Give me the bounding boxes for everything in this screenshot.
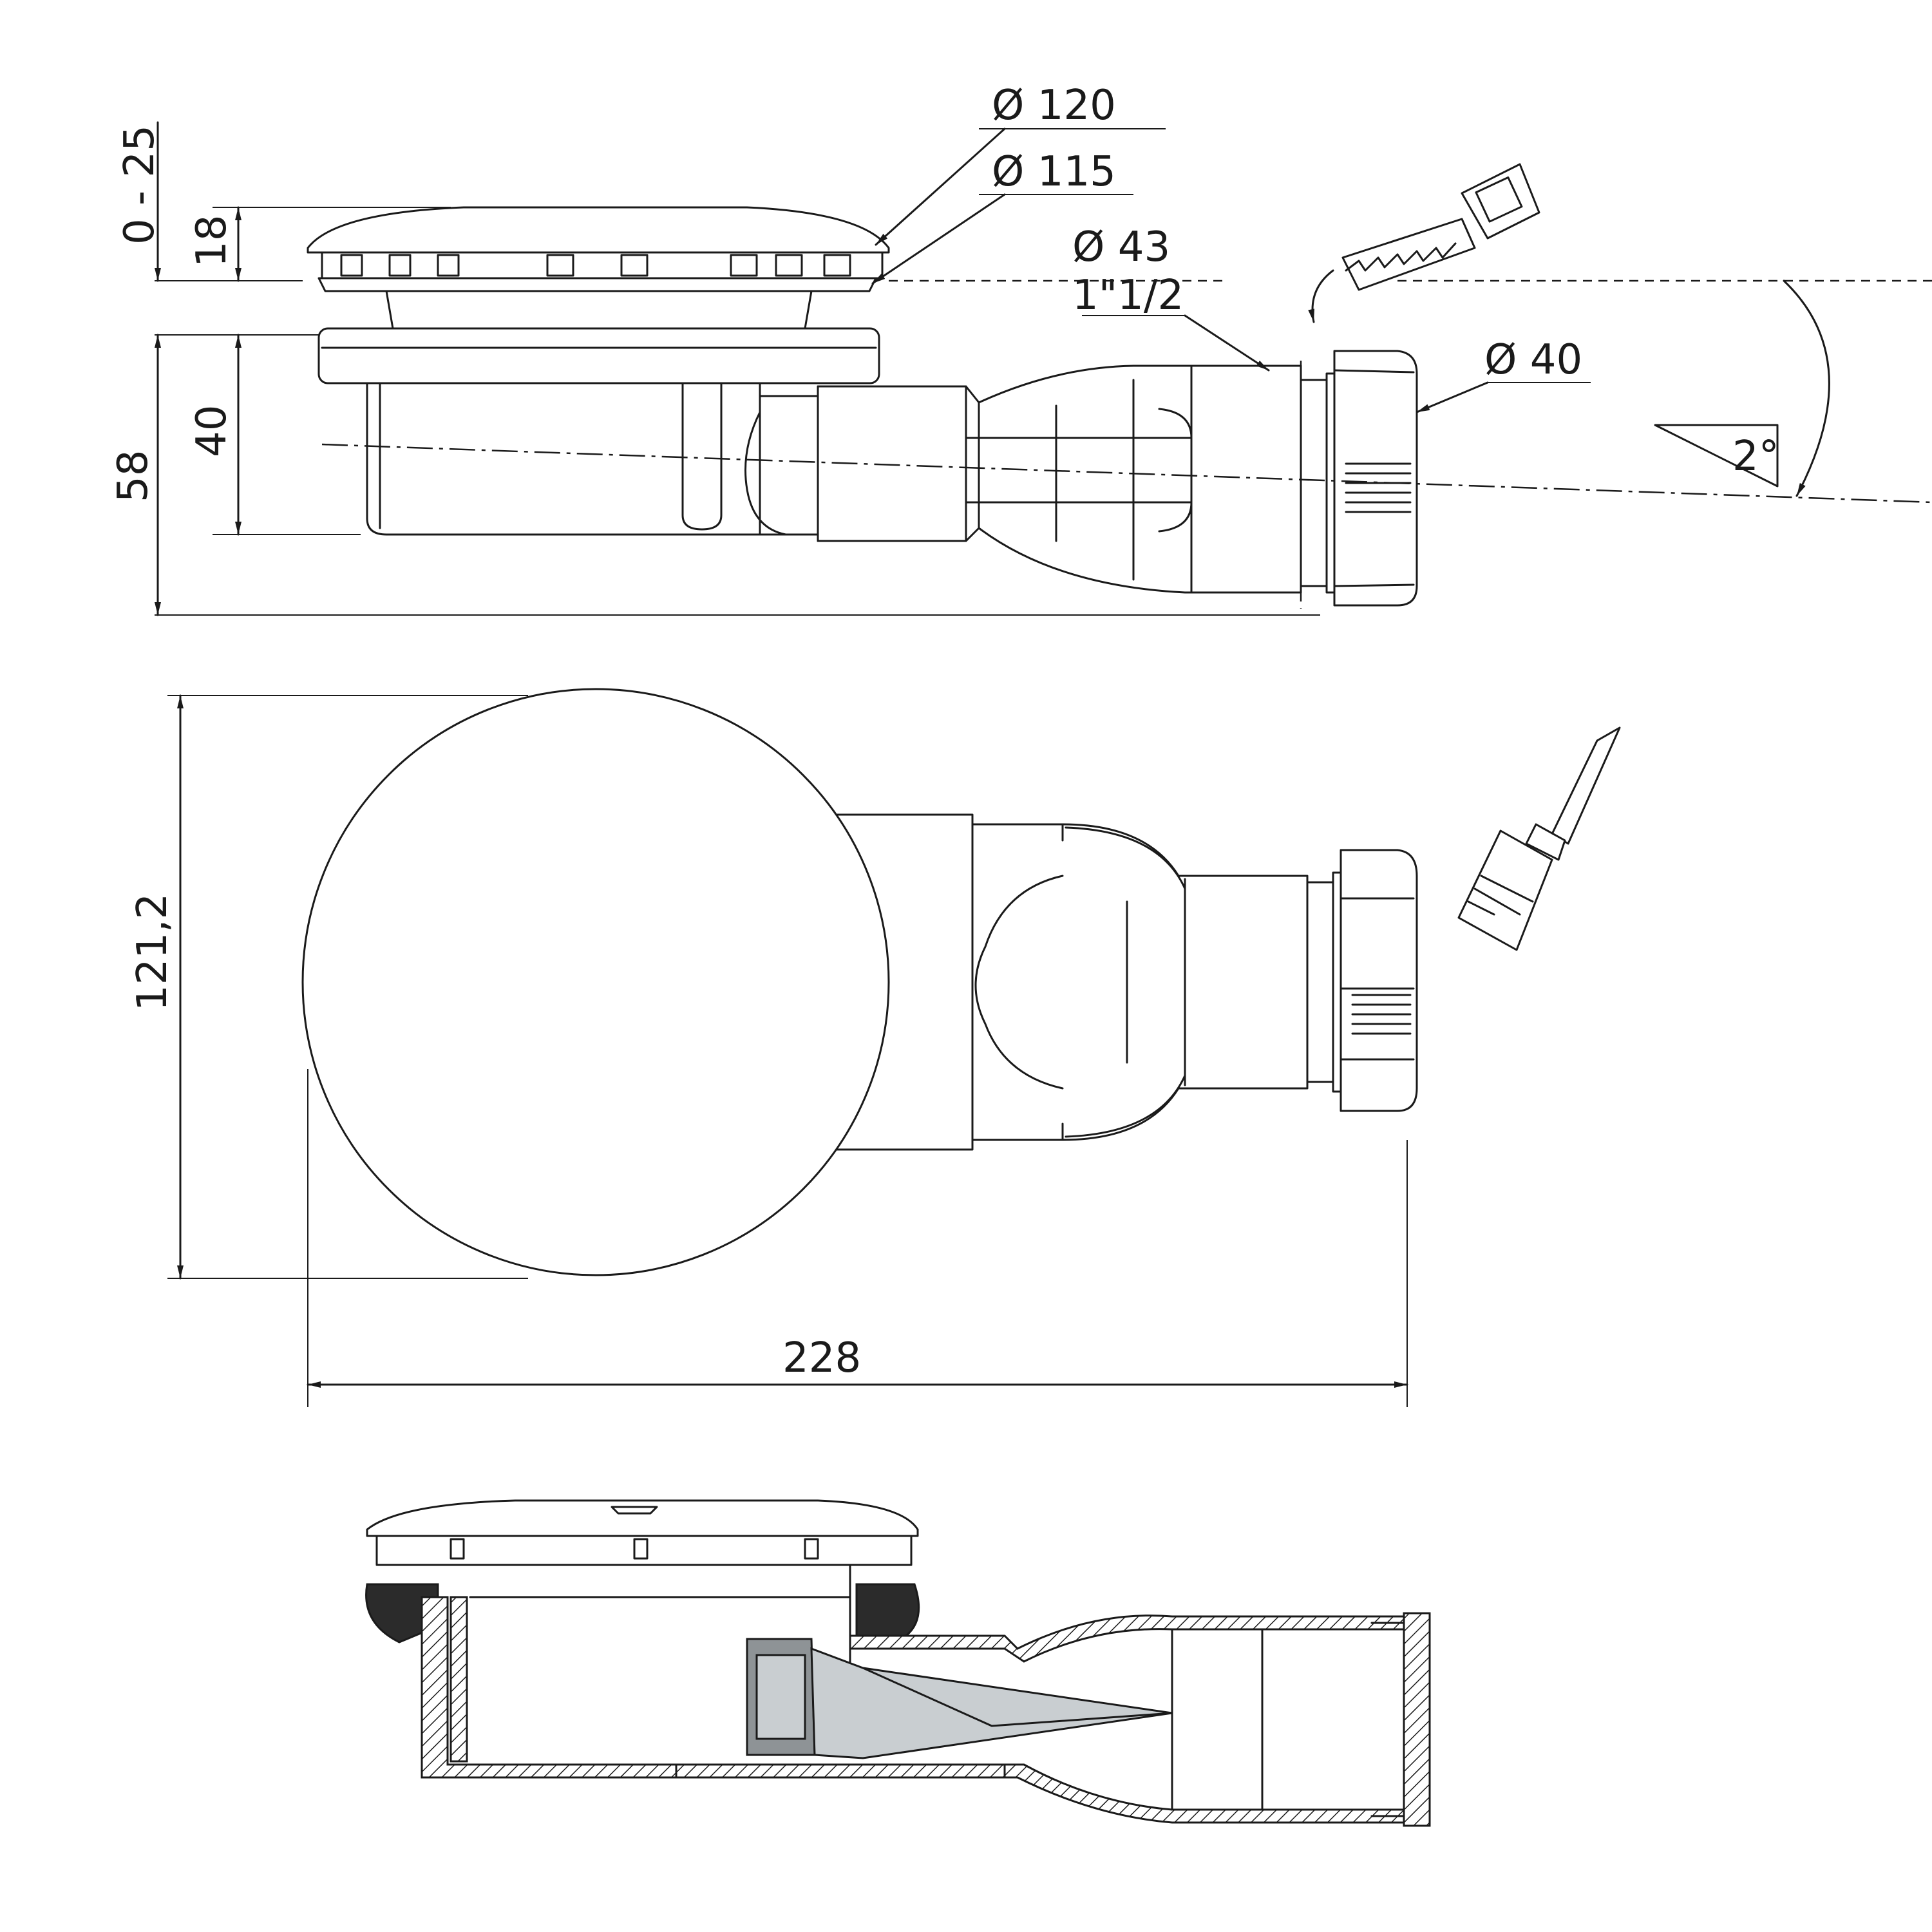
grate-slots — [340, 254, 851, 277]
slope-triangle — [1654, 424, 1779, 488]
top-compression-nut — [1340, 849, 1418, 1112]
body-depth-label: 40 — [188, 405, 236, 457]
outlet-pipe — [759, 365, 1302, 594]
seal-right — [855, 1583, 920, 1640]
section-threaded-end — [1403, 1612, 1431, 1827]
top-cover-circle — [301, 688, 890, 1276]
saw-icon — [1308, 163, 1540, 323]
cover-grate — [321, 251, 884, 279]
slope-arc — [1783, 279, 1830, 497]
seal-left — [365, 1583, 439, 1643]
adjustment-range-label: 0 - 25 — [116, 125, 164, 245]
nut-diameter-label: Ø 40 — [1484, 336, 1582, 384]
compression-nut — [1333, 350, 1418, 607]
cover-diameter-label: Ø 120 — [992, 82, 1116, 129]
insert-membrane — [810, 1647, 1173, 1759]
section-view — [365, 1499, 1431, 1827]
body-width-label: 121,2 — [129, 893, 176, 1011]
drain-body — [366, 382, 761, 536]
collar — [385, 290, 813, 330]
cover-height-label: 18 — [188, 215, 236, 267]
top-dimensions: 121,2 228 — [129, 694, 1408, 1407]
flange-diameter-label: Ø 115 — [992, 148, 1116, 196]
side-dimensions — [155, 121, 1591, 616]
pipe-axis — [321, 443, 1932, 504]
outlet-diameter-label: Ø 43 — [1072, 223, 1170, 271]
side-dimension-labels: Ø 120 Ø 115 Ø 43 1"1/2 Ø 40 2° 0 - 25 18… — [109, 82, 1779, 502]
side-view — [307, 206, 1932, 609]
top-outlet-body — [836, 813, 1309, 1151]
flange — [317, 277, 877, 292]
section-cover — [366, 1499, 919, 1537]
total-length-label: 228 — [782, 1334, 861, 1382]
section-pipe-top — [849, 1615, 1405, 1663]
total-height-label: 58 — [109, 450, 157, 502]
top-view — [301, 688, 1418, 1276]
section-pipe-bottom — [1003, 1763, 1405, 1824]
cover-top — [307, 206, 890, 254]
slope-angle-label: 2° — [1732, 433, 1779, 480]
thread-size-label: 1"1/2 — [1072, 272, 1184, 319]
clamp-ring — [317, 327, 880, 384]
brush-icon — [1457, 726, 1621, 951]
sleeve — [1300, 379, 1328, 587]
